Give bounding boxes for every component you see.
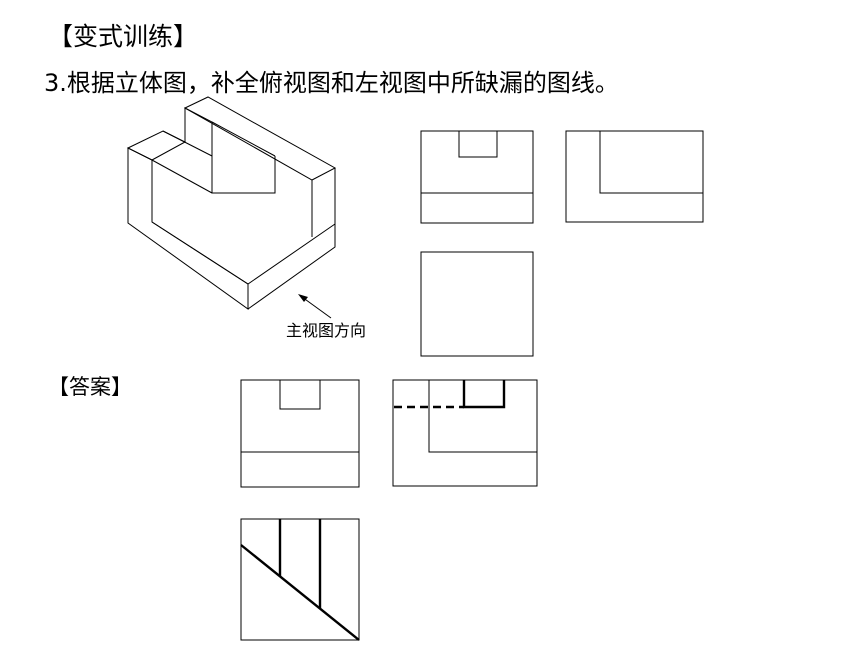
front-view-direction-label: 主视图方向 [286,321,367,340]
direction-arrow [298,294,332,319]
solid-groove [184,107,276,194]
arrow-head-icon [298,294,308,302]
solid-bottom [247,168,336,310]
section-heading: 【变式训练】 [48,22,199,51]
solid-right-block-top [183,96,337,181]
solid-step [151,221,336,285]
question-front-view [420,130,534,224]
answer-front-view [240,379,360,488]
question-text: 3.根据立体图，补全俯视图和左视图中所缺漏的图线。 [44,69,619,97]
solid-groove-edge [162,130,213,157]
answer-top-view [240,518,360,641]
answer-left-view [392,379,538,487]
solid-left-block-top [126,130,187,161]
answer-label: 【答案】 [48,375,132,399]
question-top-view [420,251,534,357]
solid-front-face [127,147,249,310]
question-left-view [565,130,704,223]
isometric-solid [126,96,337,310]
